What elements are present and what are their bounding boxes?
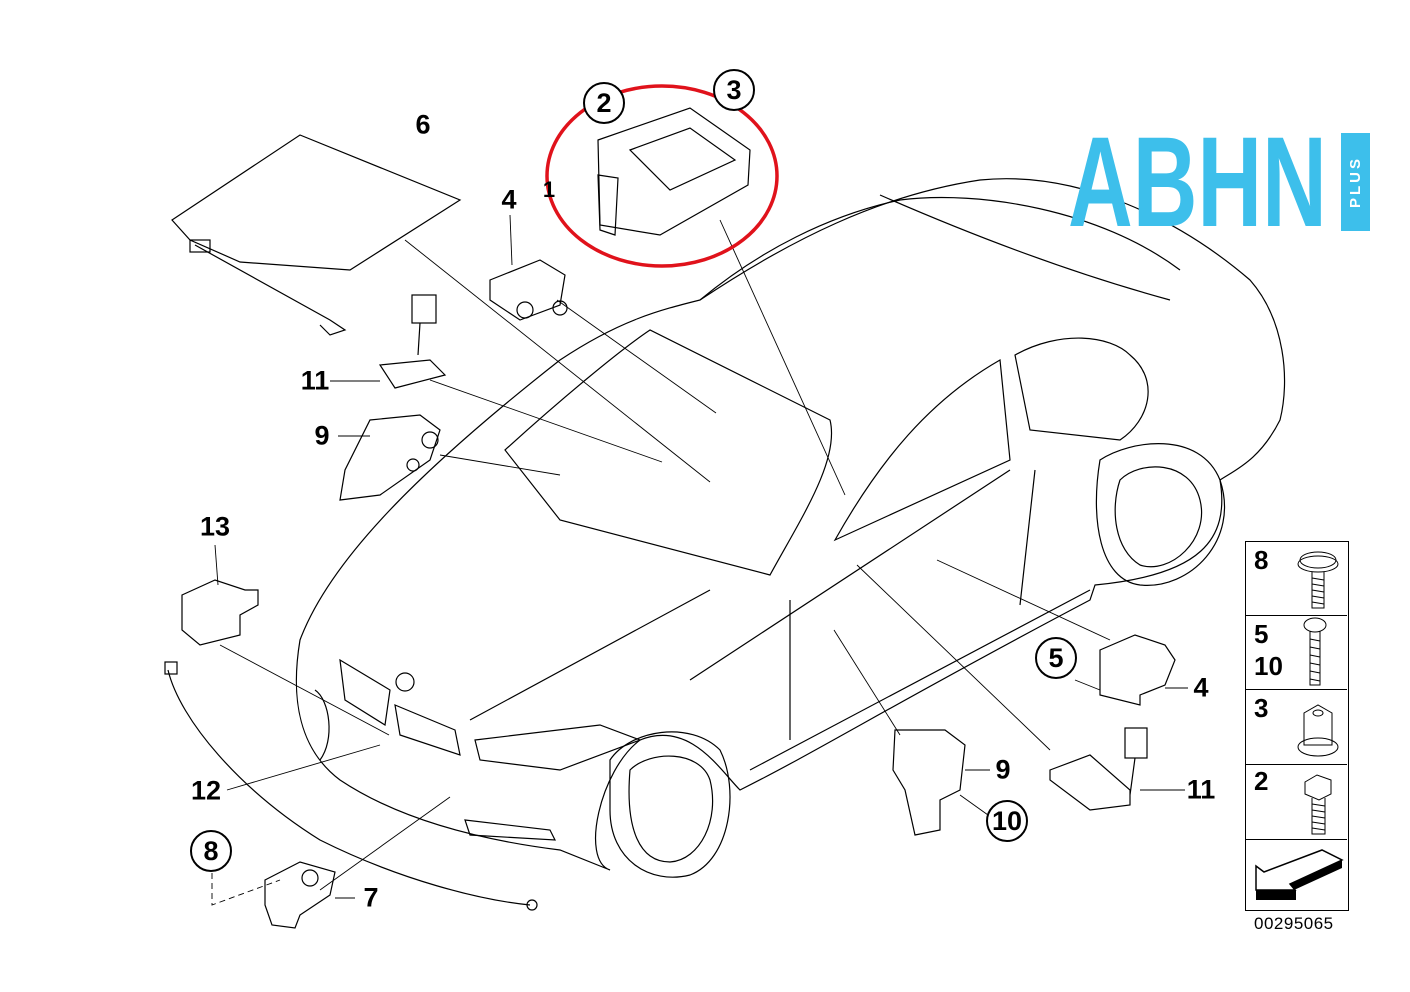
callout-11-right: 11 <box>1186 774 1216 805</box>
flange-nut-icon <box>1297 704 1339 757</box>
diagram-number: 00295065 <box>1254 914 1334 933</box>
part-7-sensor <box>264 861 336 929</box>
callout-5: 5 <box>1035 637 1077 679</box>
callout-9-left: 9 <box>314 420 330 451</box>
pan-head-bolt-icon <box>1303 617 1327 686</box>
part-4-side-sensor <box>1099 634 1176 706</box>
fastener-row: 5 10 <box>1246 615 1347 690</box>
part-13-sensor <box>181 579 259 646</box>
callout-6: 6 <box>415 109 431 140</box>
callout-3: 3 <box>713 69 755 111</box>
direction-arrow-icon <box>1255 849 1344 900</box>
part-6-seat-mat <box>171 134 462 336</box>
washer-screw-icon <box>1297 551 1339 609</box>
car-outline <box>295 178 1286 878</box>
fastener-label: 3 <box>1254 693 1269 723</box>
callout-9-right: 9 <box>995 754 1011 785</box>
fastener-label: 10 <box>1254 651 1283 681</box>
fastener-row: 3 <box>1246 689 1347 765</box>
abhn-logo: ABHN <box>1068 111 1327 254</box>
callout-1: 1 <box>542 177 556 202</box>
callout-10: 10 <box>986 800 1028 842</box>
part-1-airbag-control-unit <box>597 107 751 236</box>
fastener-panel: 8 5 10 3 2 <box>1245 541 1349 911</box>
part-4-sensor <box>489 259 568 321</box>
fastener-row: 8 <box>1246 542 1347 616</box>
part-9-side-sensor <box>892 729 966 836</box>
callout-4-top: 4 <box>501 184 517 215</box>
highlight-ellipse <box>545 84 779 268</box>
part-11-side-sensor <box>1049 727 1148 811</box>
part-11-sensor <box>378 294 447 389</box>
callout-12: 12 <box>190 775 222 806</box>
part-9-sensor <box>339 414 441 501</box>
callout-13: 13 <box>199 511 231 542</box>
fastener-label: 5 <box>1254 619 1269 649</box>
callout-11-left: 11 <box>300 365 330 396</box>
leader-lines <box>211 214 1188 906</box>
part-12-cable <box>164 661 538 911</box>
callout-4-right: 4 <box>1193 672 1209 703</box>
callout-8: 8 <box>190 830 232 872</box>
callout-2: 2 <box>583 82 625 124</box>
fastener-row: 2 <box>1246 764 1347 840</box>
callout-7: 7 <box>363 882 379 913</box>
fastener-label: 8 <box>1254 545 1269 575</box>
abhn-logo-plus: PLUS <box>1341 133 1370 231</box>
fastener-label: 2 <box>1254 766 1269 796</box>
hex-bolt-icon <box>1304 774 1332 835</box>
